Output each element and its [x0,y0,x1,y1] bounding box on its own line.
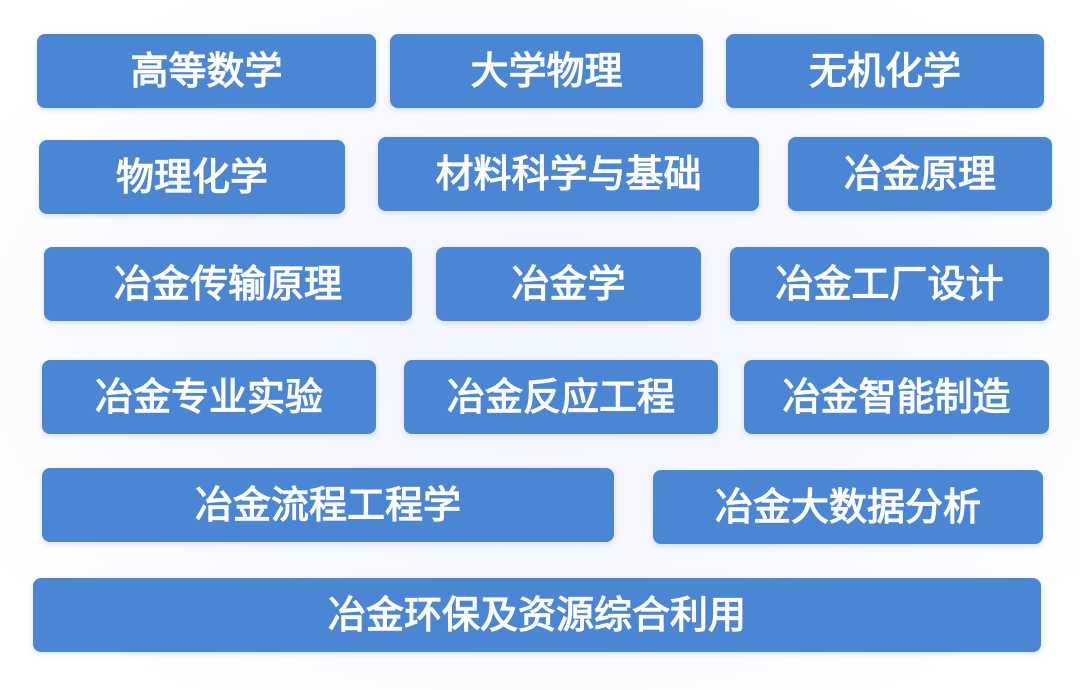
course-box-plant-design: 冶金工厂设计 [730,247,1049,321]
course-box-big-data-analysis: 冶金大数据分析 [653,470,1043,544]
course-box-metallurgical-transport: 冶金传输原理 [44,247,412,321]
course-box-college-physics: 大学物理 [390,34,703,108]
course-box-inorganic-chemistry: 无机化学 [726,34,1044,108]
course-box-process-engineering: 冶金流程工程学 [42,468,614,542]
course-box-intelligent-manufacturing: 冶金智能制造 [744,360,1049,434]
course-box-specialty-experiments: 冶金专业实验 [42,360,376,434]
course-box-environmental-resources: 冶金环保及资源综合利用 [33,578,1041,652]
course-box-physical-chemistry: 物理化学 [39,140,345,214]
course-box-metallurgy: 冶金学 [436,247,701,321]
course-box-materials-science: 材料科学与基础 [378,137,759,211]
course-box-reaction-engineering: 冶金反应工程 [404,360,718,434]
course-box-metallurgical-principles: 冶金原理 [788,137,1052,211]
course-box-advanced-math: 高等数学 [37,34,376,108]
